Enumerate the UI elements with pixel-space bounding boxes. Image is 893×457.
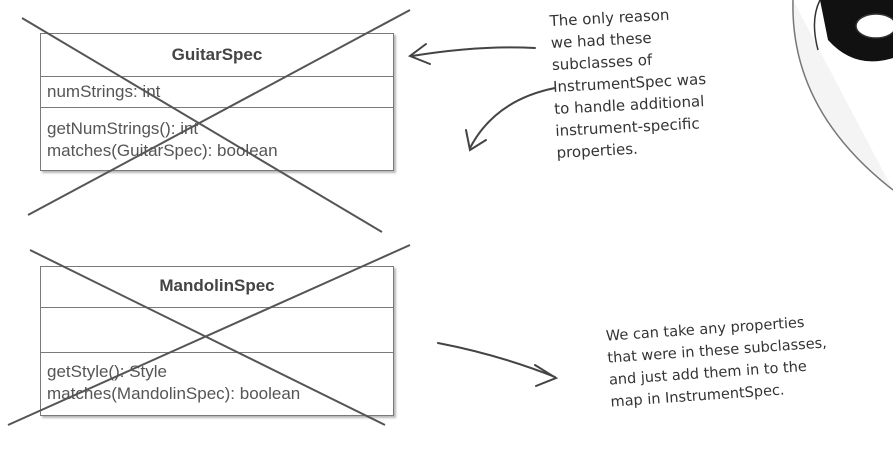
mandolin-spec-class: MandolinSpec getStyle(): Style matches(M… xyxy=(40,266,394,416)
arrow-right-icon xyxy=(437,342,559,387)
arrow-curve-icon xyxy=(465,87,556,152)
mandolin-spec-attributes xyxy=(41,307,393,352)
guitar-spec-method: matches(GuitarSpec): boolean xyxy=(47,141,278,160)
guitar-spec-attribute: numStrings: int xyxy=(47,82,161,101)
cross-out-stroke xyxy=(29,249,386,426)
guitar-spec-attributes: numStrings: int xyxy=(41,76,393,107)
guitar-spec-methods: getNumStrings(): int matches(GuitarSpec)… xyxy=(41,107,393,170)
mandolin-spec-class-name: MandolinSpec xyxy=(159,276,275,295)
arrow-left-icon xyxy=(407,43,536,65)
cross-out-stroke xyxy=(21,17,383,233)
cross-out-stroke xyxy=(27,9,411,216)
cross-out-stroke xyxy=(7,244,411,426)
guitar-spec-method: getNumStrings(): int xyxy=(47,119,199,138)
mandolin-spec-method: matches(MandolinSpec): boolean xyxy=(47,384,301,403)
mandolin-spec-methods: getStyle(): Style matches(MandolinSpec):… xyxy=(41,352,393,415)
cartoon-figure-icon xyxy=(792,0,893,191)
guitar-spec-class-name: GuitarSpec xyxy=(171,45,263,64)
guitar-spec-class: GuitarSpec numStrings: int getNumStrings… xyxy=(40,33,394,171)
